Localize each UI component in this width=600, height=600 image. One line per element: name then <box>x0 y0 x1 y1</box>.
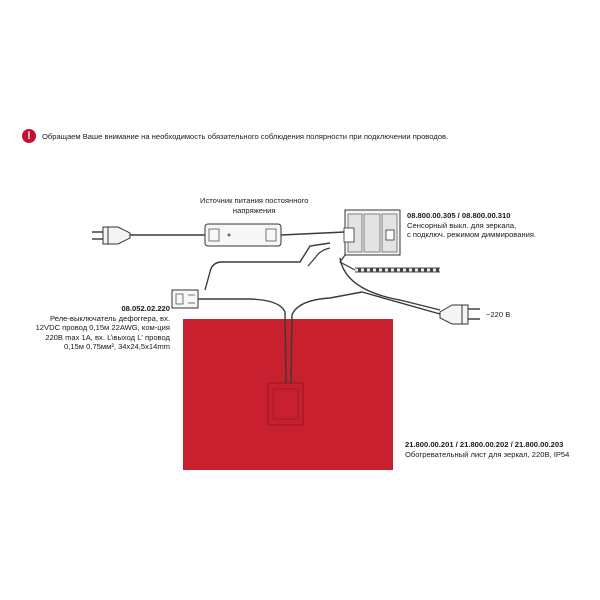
cable-switch-to-mains <box>339 257 441 311</box>
sensor-switch-unit <box>343 209 401 256</box>
polarity-notice: ! Обращаем Ваше внимание на необходимост… <box>22 129 448 143</box>
mains-voltage-label: ~220 В <box>486 310 511 319</box>
left-plug <box>92 226 131 245</box>
sensor-switch-label: 08.800.00.305 / 08.800.00.310 Сенсорный … <box>407 211 537 240</box>
heater-sheet <box>183 319 393 470</box>
polarity-notice-text: Обращаем Ваше внимание на необходимость … <box>42 131 449 141</box>
relay-unit <box>171 289 199 309</box>
power-supply-unit <box>204 223 282 247</box>
cable-psu-to-switch <box>280 231 346 236</box>
power-supply-label: Источник питания постоянного напряжения <box>200 196 309 215</box>
cable-relay-to-heater <box>198 298 287 384</box>
right-plug <box>439 304 480 325</box>
cable-switch-to-relay <box>204 242 331 291</box>
heater-label: 21.800.00.201 / 21.800.00.202 / 21.800.0… <box>405 440 570 459</box>
led-strip <box>339 254 440 273</box>
relay-label: 08.052.02.220 Реле-выключатель дефоггера… <box>35 304 170 352</box>
exclamation-icon: ! <box>22 129 36 143</box>
